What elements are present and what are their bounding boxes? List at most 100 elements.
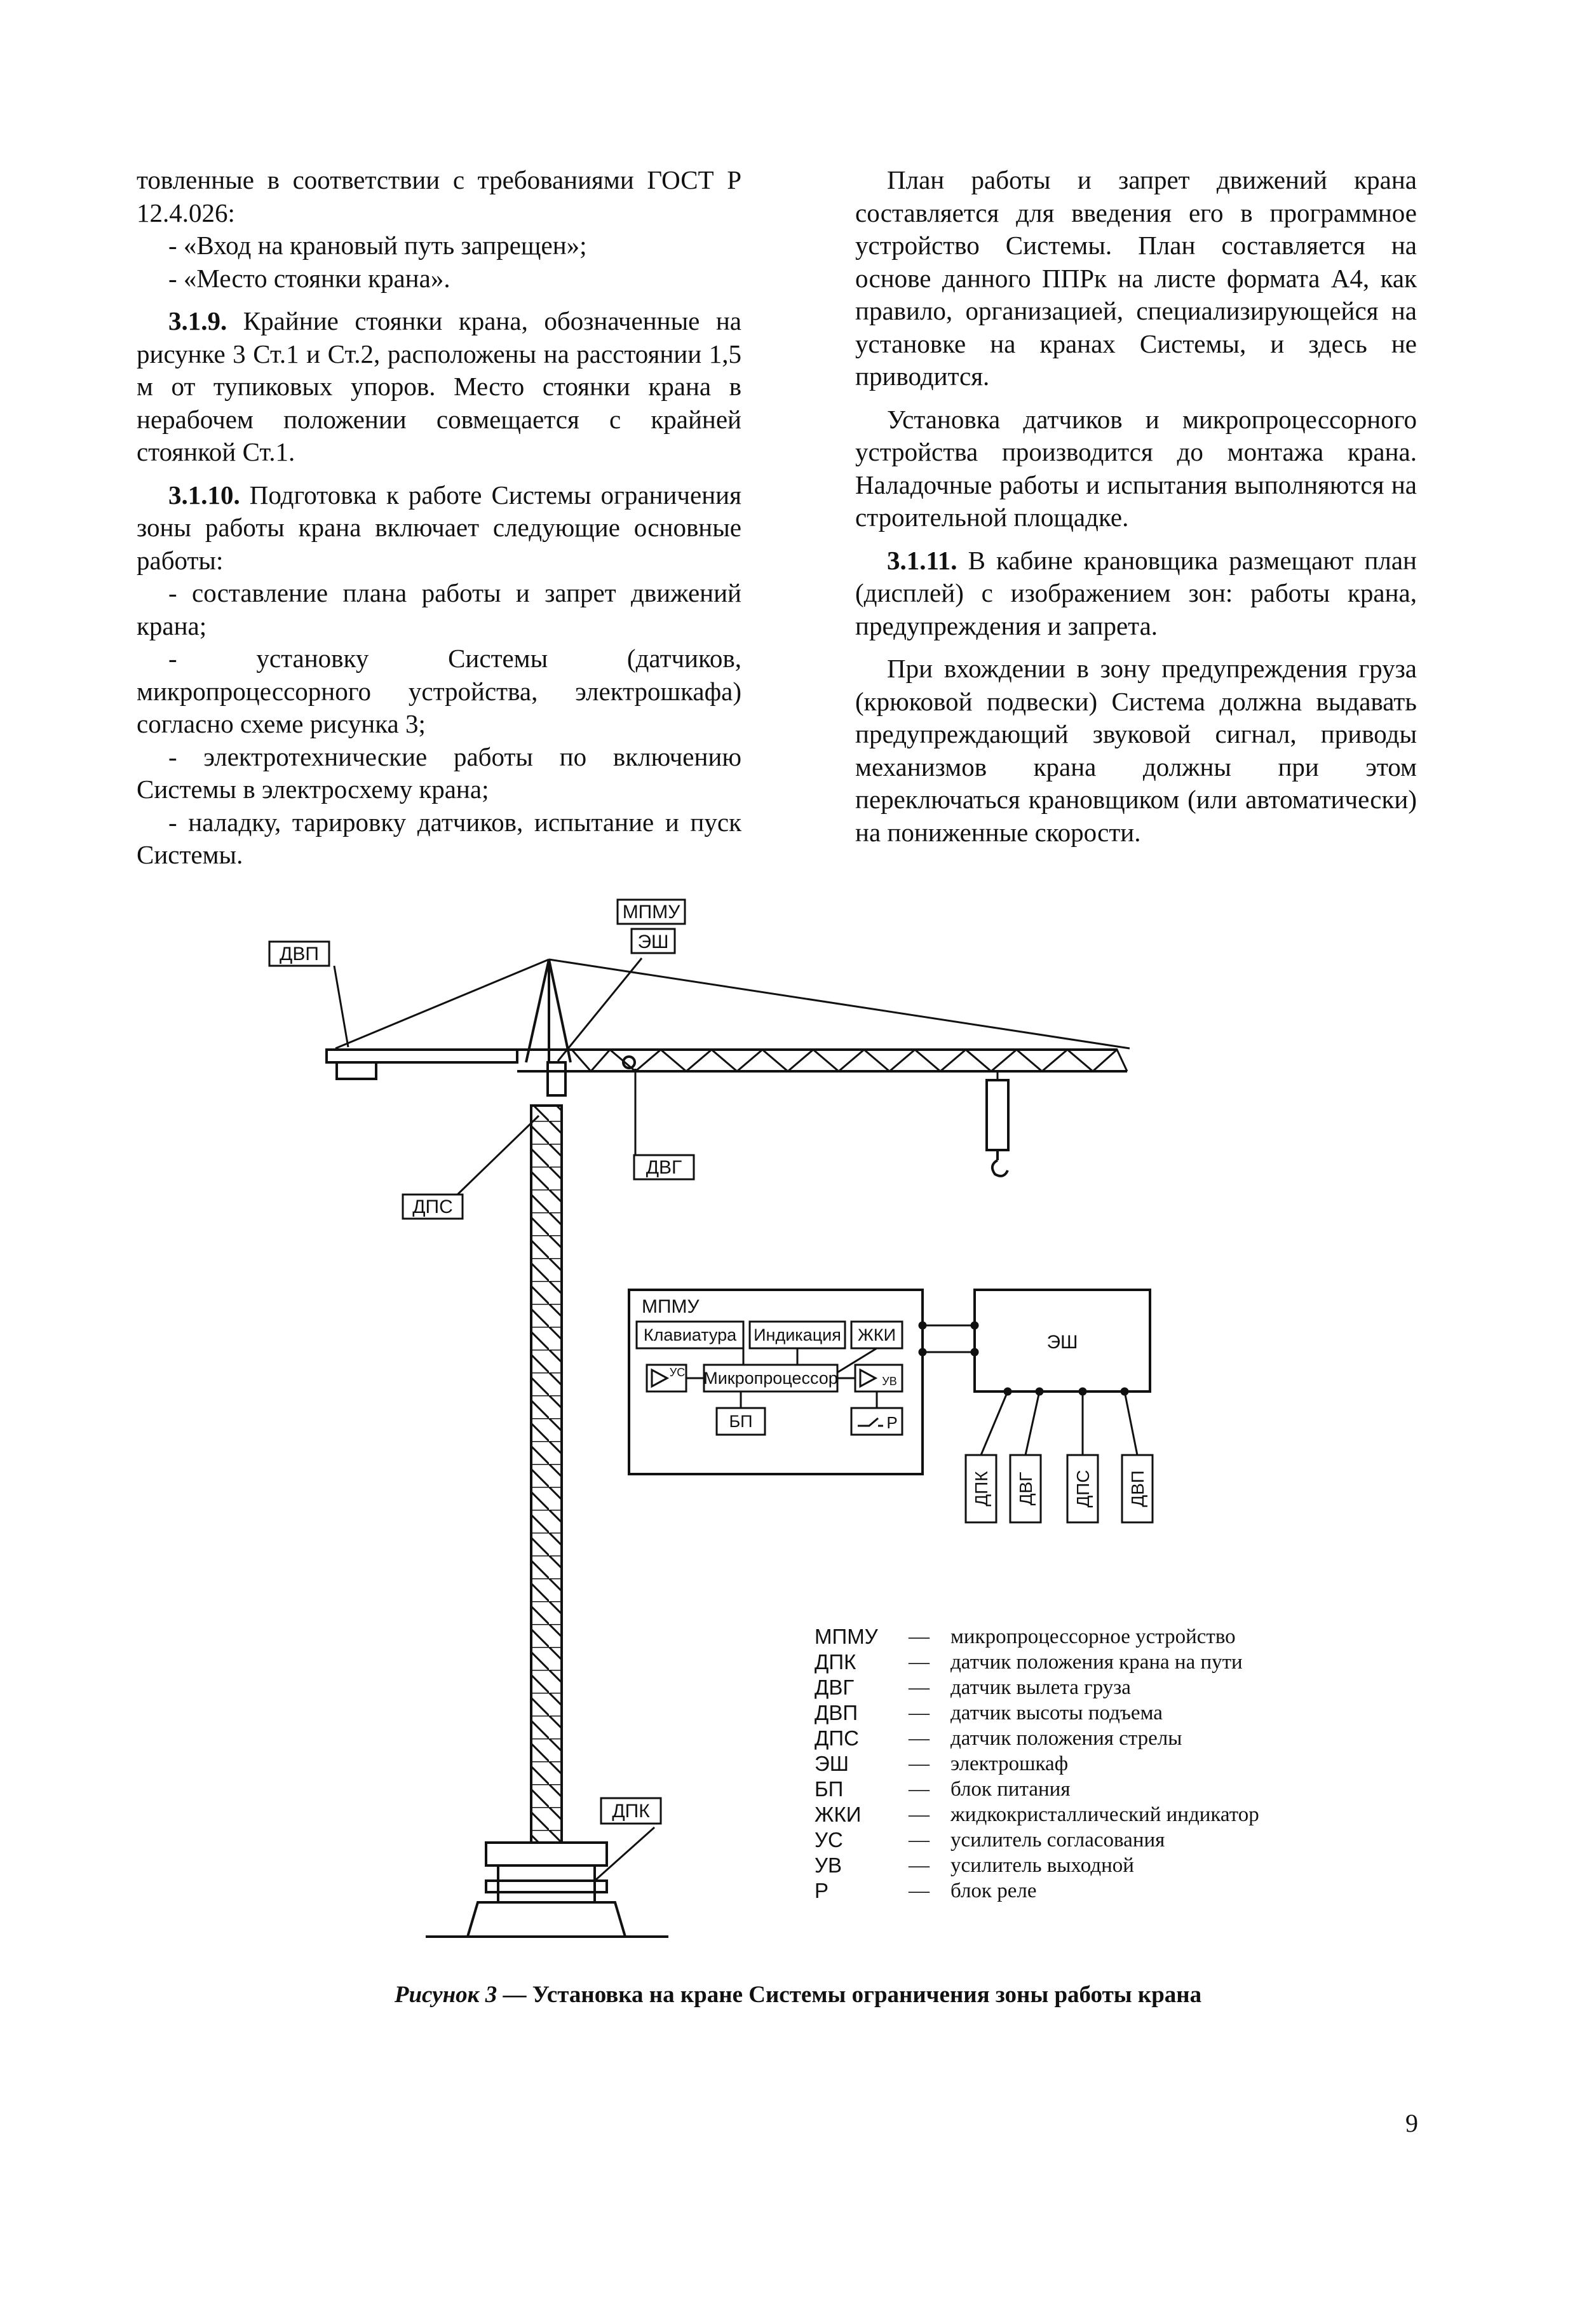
legend-desc: блок реле bbox=[950, 1879, 1037, 1902]
legend-dash: — bbox=[909, 1829, 930, 1852]
label-mpmu-box bbox=[616, 898, 686, 925]
trolley-sensor bbox=[622, 1055, 636, 1069]
legend-row: Р — блок реле bbox=[815, 1878, 1259, 1904]
legend-desc: жидкокристаллический индикатор bbox=[950, 1803, 1259, 1826]
page-number: 9 bbox=[1405, 2109, 1418, 2137]
switch-icon bbox=[858, 1417, 883, 1427]
hook-block bbox=[985, 1079, 1010, 1151]
sensor-wire bbox=[1024, 1391, 1041, 1456]
list-item: - наладку, тарировку датчиков, испытание… bbox=[137, 807, 741, 870]
legend-dash: — bbox=[909, 1727, 930, 1750]
left-text-column: товленные в соответствии с требованиями … bbox=[137, 164, 741, 872]
sensor-wire bbox=[1123, 1391, 1139, 1456]
section-text: Крайние стоянки крана, обозначенные на р… bbox=[137, 306, 741, 466]
keyboard-label: Клавиатура bbox=[644, 1325, 737, 1344]
label-dvp: ДВП bbox=[280, 944, 319, 965]
legend-dash: — bbox=[909, 1803, 930, 1826]
section-3-1-11: 3.1.11. В кабине крановщика размещают пл… bbox=[855, 545, 1417, 643]
legend-abbr: ДПК bbox=[815, 1650, 856, 1674]
leader-line bbox=[594, 1826, 655, 1882]
legend-dash: — bbox=[909, 1676, 930, 1699]
legend-dash: — bbox=[909, 1625, 930, 1648]
counter-jib bbox=[325, 1048, 518, 1064]
legend-row: УВ—усилитель выходной bbox=[815, 1853, 1259, 1878]
legend-row: ДВП—датчик высоты подъема bbox=[815, 1700, 1259, 1726]
list-item: - электротехнические работы по включению… bbox=[137, 741, 741, 804]
figure-legend: МПМУ—микропроцессорное устройство ДПК—да… bbox=[815, 1624, 1259, 1904]
label-dpk: ДПК bbox=[612, 1801, 650, 1822]
legend-dash: — bbox=[909, 1778, 930, 1801]
label-dps: ДПС bbox=[412, 1196, 453, 1217]
paragraph: План работы и запрет движений крана сост… bbox=[855, 165, 1417, 391]
crane-portal bbox=[485, 1841, 608, 1867]
legend-desc: усилитель согласования bbox=[950, 1829, 1165, 1852]
figure-caption: Рисунок 3 — Установка на кране Системы о… bbox=[0, 1981, 1596, 2008]
crane-labels: МПМУ ЭШ ДВП ДВГ ДПС ДПК bbox=[268, 898, 695, 1825]
cpu-label: Микропроцессор bbox=[703, 1369, 838, 1388]
legend-abbr: Р bbox=[815, 1879, 829, 1902]
legend-row: ДВГ — датчик вылета груза bbox=[815, 1675, 1259, 1700]
keyboard-box bbox=[635, 1320, 745, 1350]
junction-dot bbox=[918, 1348, 927, 1357]
section-text: В кабине крановщика размещают план (дисп… bbox=[855, 545, 1417, 640]
sensor-label-dvp: ДВП bbox=[1128, 1470, 1147, 1507]
amplifier-icon bbox=[651, 1368, 670, 1388]
tower-peak bbox=[548, 959, 572, 1063]
caption-label: Рисунок 3 bbox=[394, 1982, 497, 2008]
legend-row: УС — усилитель согласования bbox=[815, 1827, 1259, 1853]
legend-desc: датчик вылета груза bbox=[950, 1676, 1131, 1699]
legend-desc: датчик высоты подъема bbox=[950, 1702, 1163, 1724]
block-diagram: МПМУ Клавиатура Индикация ЖКИ Микропроце… bbox=[628, 1289, 1154, 1524]
sensor-label-dpk: ДПК bbox=[971, 1471, 991, 1506]
mpmu-block-title: МПМУ bbox=[642, 1296, 700, 1317]
legend-dash: — bbox=[909, 1702, 930, 1724]
junction-dot bbox=[1035, 1387, 1044, 1396]
section-number: 3.1.11. bbox=[887, 545, 957, 575]
legend-abbr: ЭШ bbox=[815, 1752, 849, 1775]
legend-desc: усилитель выходной bbox=[950, 1854, 1134, 1877]
paragraph: При вхождении в зону предупреждения груз… bbox=[855, 654, 1417, 847]
legend-desc: микропроцессорное устройство bbox=[950, 1625, 1236, 1648]
label-esh-box bbox=[630, 928, 676, 954]
legend-abbr: ЖКИ bbox=[815, 1803, 862, 1826]
section-text: Подготовка к работе Системы ограничения … bbox=[137, 480, 741, 575]
list-item: - «Место стоянки крана». bbox=[168, 263, 450, 293]
section-number: 3.1.9. bbox=[168, 306, 227, 335]
legend-abbr: ДВГ bbox=[815, 1676, 855, 1699]
sensor-box-dvp bbox=[1121, 1454, 1154, 1524]
leader-line bbox=[456, 1114, 540, 1196]
legend-desc: датчик положения стрелы bbox=[950, 1727, 1182, 1750]
relay-label: Р bbox=[886, 1413, 897, 1432]
junction-dot bbox=[1003, 1387, 1012, 1396]
sensor-wire bbox=[980, 1391, 1009, 1456]
section-3-1-10: 3.1.10. Подготовка к работе Системы огра… bbox=[137, 479, 741, 578]
zhki-label: ЖКИ bbox=[858, 1325, 896, 1344]
legend-dash: — bbox=[909, 1854, 930, 1877]
hook-icon bbox=[991, 1150, 1009, 1177]
legend-dash: — bbox=[909, 1752, 930, 1775]
legend-dash: — bbox=[909, 1879, 930, 1902]
junction-dot bbox=[1120, 1387, 1129, 1396]
sensor-box-dps bbox=[1066, 1454, 1099, 1524]
jib-lattice bbox=[571, 1048, 1128, 1073]
legend-dash: — bbox=[909, 1651, 930, 1674]
legend-row: ДПК—датчик положения крана на пути bbox=[815, 1649, 1259, 1675]
label-dvg: ДВГ bbox=[646, 1157, 682, 1178]
connector bbox=[837, 1347, 877, 1374]
counterweight bbox=[335, 1061, 377, 1080]
legend-row: ЭШ—электрошкаф bbox=[815, 1751, 1259, 1777]
legend-row: ДПС—датчик положения стрелы bbox=[815, 1726, 1259, 1751]
list-item: - установку Системы (датчиков, микропроц… bbox=[137, 644, 741, 738]
junction-dot bbox=[970, 1348, 979, 1357]
esh-cabinet-box bbox=[973, 1289, 1151, 1393]
crane-cabin bbox=[546, 1061, 567, 1097]
paragraph: товленные в соответствии с требованиями … bbox=[137, 165, 741, 227]
legend-abbr: УС bbox=[815, 1828, 843, 1852]
label-dps-box bbox=[402, 1193, 464, 1220]
legend-row: МПМУ—микропроцессорное устройство bbox=[815, 1624, 1259, 1649]
jib-tie bbox=[548, 958, 1130, 1050]
tower-mast bbox=[530, 1104, 563, 1844]
esh-cabinet-label: ЭШ bbox=[1046, 1332, 1078, 1353]
label-dvp-box bbox=[268, 940, 330, 967]
